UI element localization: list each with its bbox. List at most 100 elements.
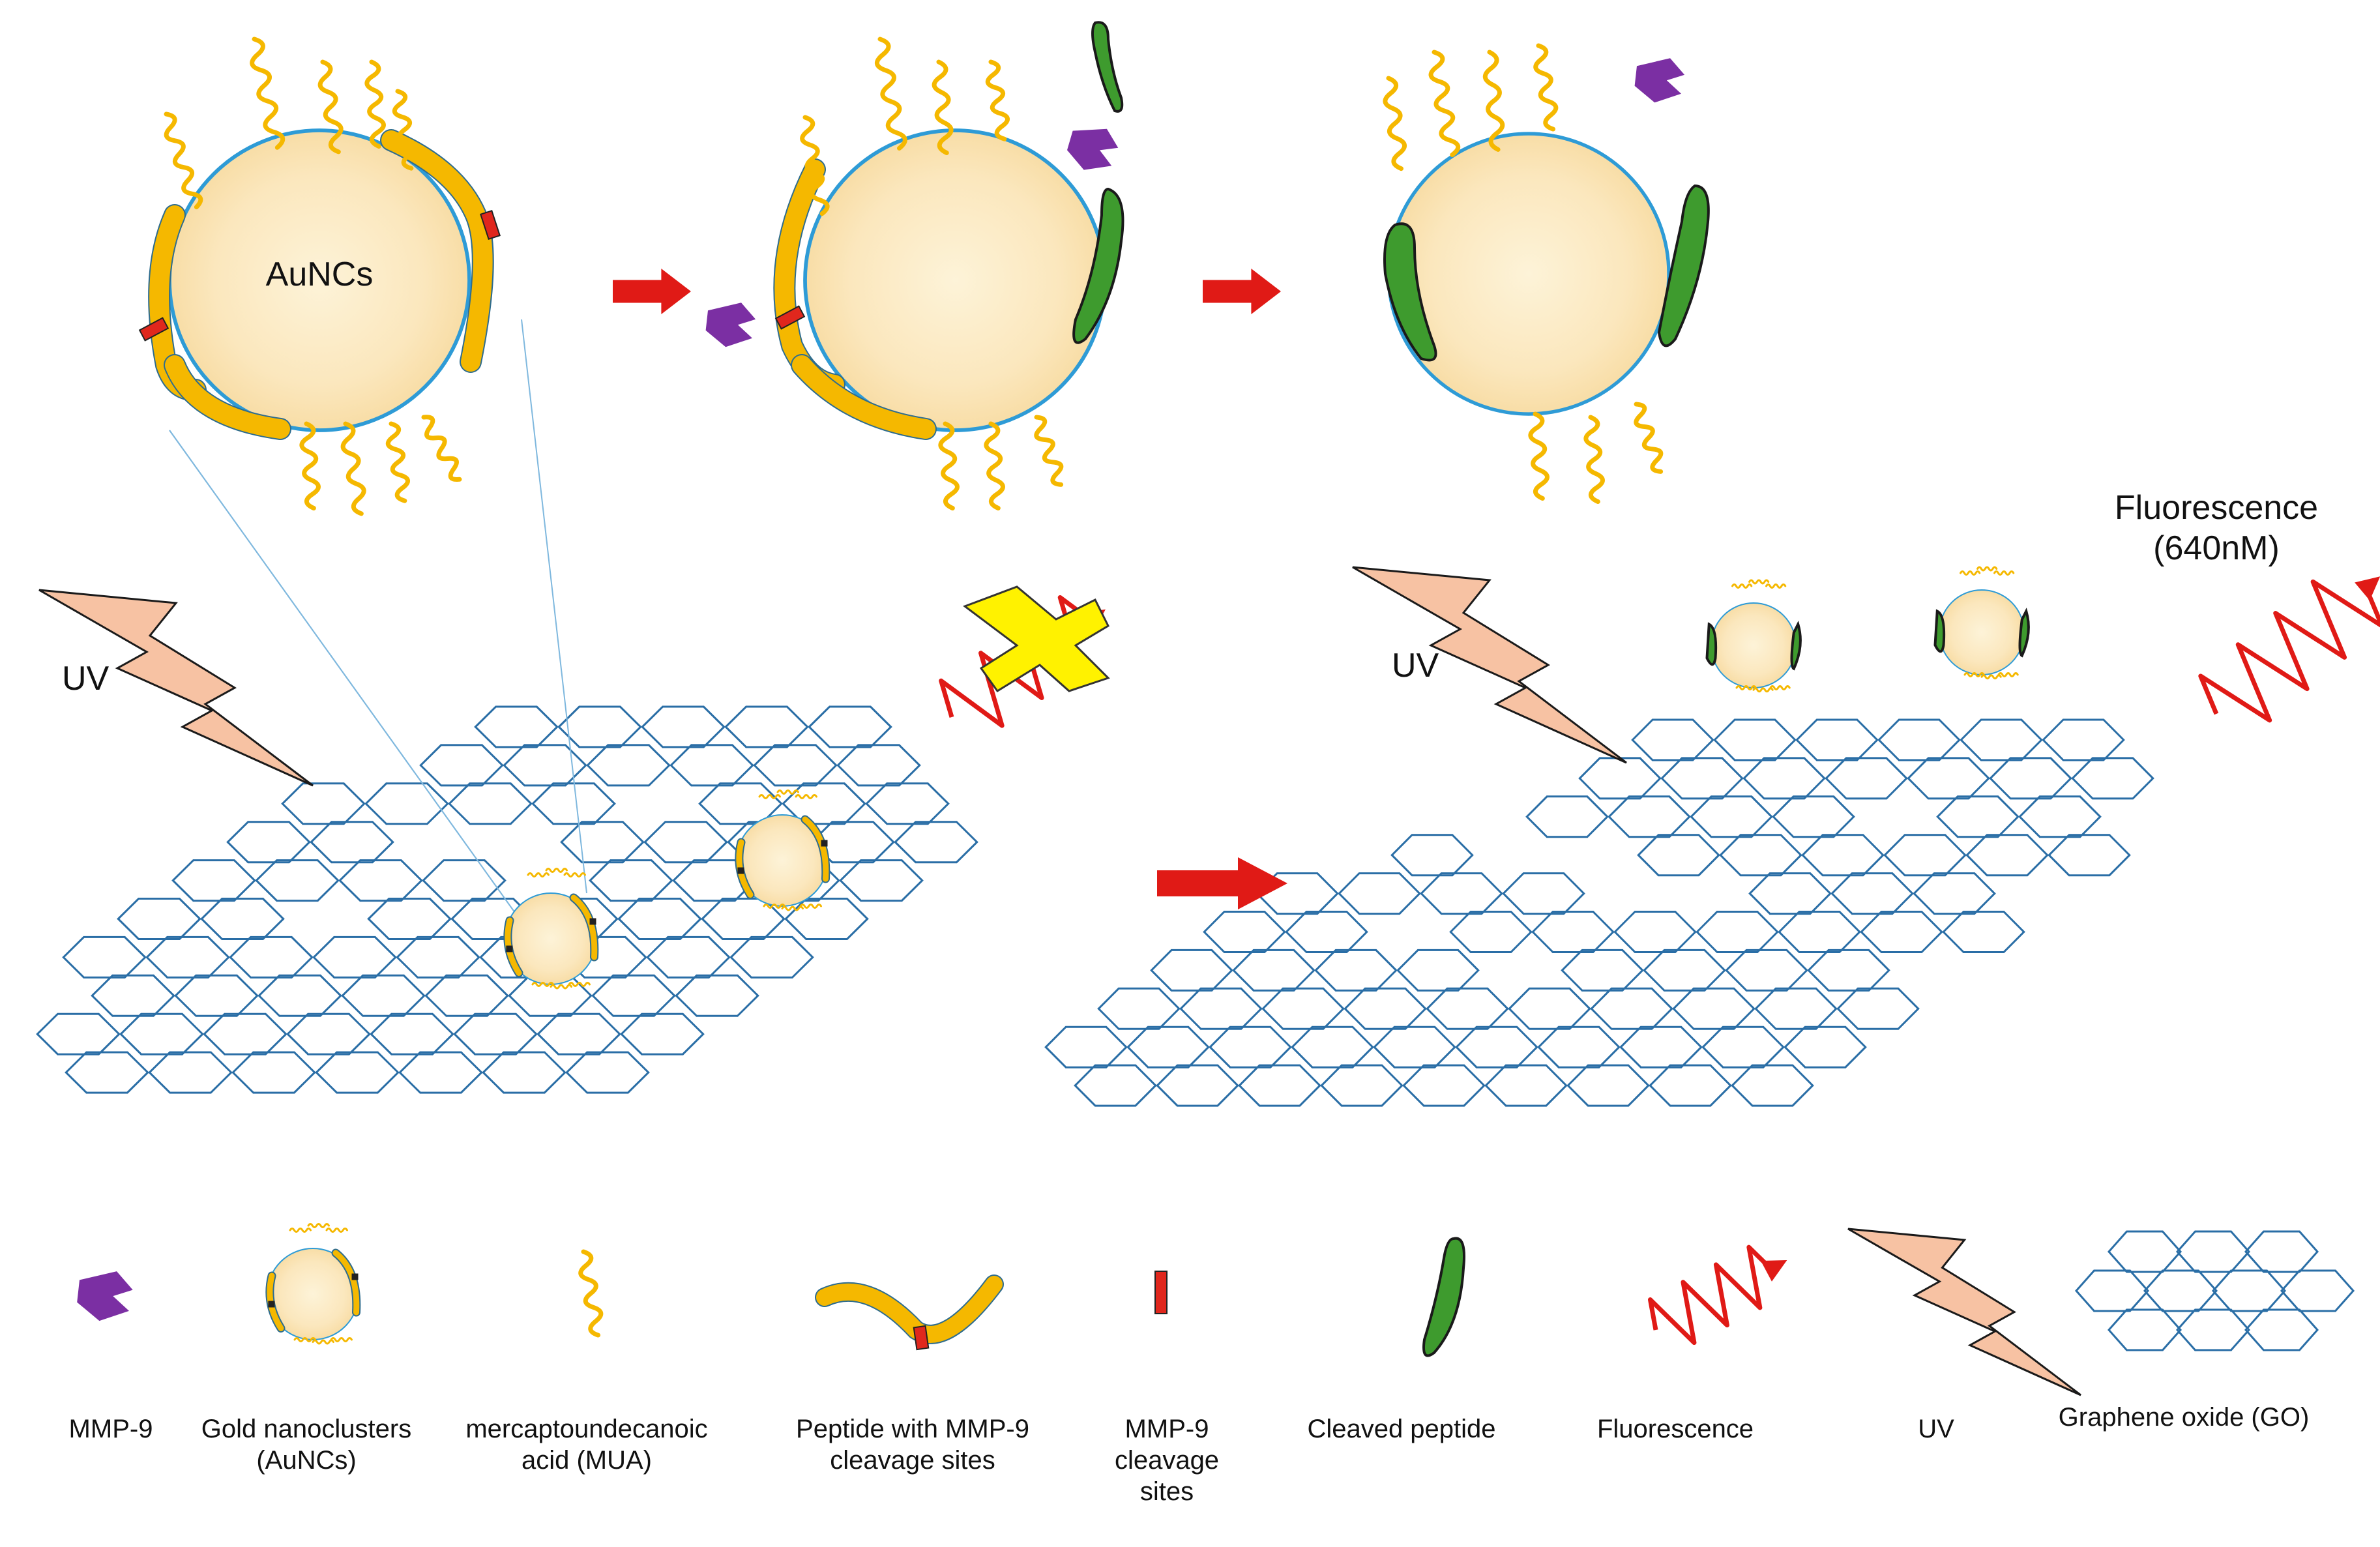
legend-label-mmp9: MMP-9 xyxy=(68,1415,153,1443)
graphene-hexagon xyxy=(1590,987,1673,1030)
graphene-hexagon xyxy=(229,936,314,979)
graphene-hexagon xyxy=(2175,1230,2251,1273)
graphene-hexagon xyxy=(836,744,921,787)
graphene-hexagon xyxy=(1907,757,1990,800)
graphene-hexagon xyxy=(1508,987,1591,1030)
graphene-hexagon xyxy=(1825,757,1908,800)
graphene-hexagon xyxy=(453,1012,538,1055)
graphene-hexagon xyxy=(1232,949,1315,992)
fluorescence-arrowhead xyxy=(2355,576,2380,601)
graphene-hexagon xyxy=(1836,987,1920,1030)
graphene-hexagon xyxy=(419,744,504,787)
cleavage-site-icon xyxy=(1154,1271,1168,1314)
cleaved-peptide-icon xyxy=(1422,1237,1465,1357)
mua-chain xyxy=(1980,674,2002,680)
graphene-hexagon xyxy=(2071,757,2154,800)
mua-chain xyxy=(1976,566,1998,572)
legend-label-cleaved-peptide: Cleaved peptide xyxy=(1307,1415,1496,1443)
mua-chain xyxy=(307,1223,330,1228)
graphene-hexagon xyxy=(1484,1064,1568,1107)
graphene-hexagon xyxy=(1256,872,1339,915)
graphene-hexagon xyxy=(1619,1025,1703,1068)
aunc-particle xyxy=(803,128,1107,432)
graphene-hexagon xyxy=(1209,1025,1292,1068)
graphene-hexagon xyxy=(200,898,285,940)
mmp9-enzyme xyxy=(1634,58,1685,103)
cleaved-peptide-icon xyxy=(2018,608,2030,658)
aunc-particle xyxy=(1939,589,2025,675)
uv-label-left: UV xyxy=(62,660,110,698)
cleavage-site-icon xyxy=(737,867,744,874)
graphene-hexagon xyxy=(1631,718,1714,761)
graphene-hexagon xyxy=(589,859,673,902)
cleavage-site-icon xyxy=(351,1273,359,1280)
graphene-hexagon xyxy=(370,1012,454,1055)
fluorescence-icon xyxy=(1647,1245,1787,1346)
mua-chain xyxy=(1748,579,1770,585)
legend-label-uv: UV xyxy=(1918,1415,1954,1443)
graphene-hexagon xyxy=(536,1012,621,1055)
graphene-hexagon xyxy=(367,898,452,940)
graphene-hexagon xyxy=(1074,1064,1157,1107)
mua-chain xyxy=(1634,402,1664,474)
mua-chain xyxy=(1583,415,1605,505)
cleavage-site-icon xyxy=(506,945,513,952)
peptide-arc-bottom xyxy=(792,355,935,439)
mua-chain xyxy=(317,59,344,155)
peptide-arc-bottom xyxy=(165,355,290,439)
mua-chain xyxy=(563,872,586,877)
aunc-particle-body xyxy=(1387,132,1671,416)
cleaved-peptide-icon xyxy=(1933,609,1946,653)
graphene-hexagon xyxy=(1390,834,1474,877)
graphene-hexagon xyxy=(1877,718,1961,761)
graphene-hexagon xyxy=(1044,1025,1128,1068)
graphene-hexagon xyxy=(2018,795,2102,838)
graphene-hexagon xyxy=(281,782,366,825)
graphene-hexagon xyxy=(1690,795,1773,838)
graphene-hexagon xyxy=(1748,872,1832,915)
graphene-hexagon xyxy=(482,1051,566,1094)
graphene-hexagon xyxy=(203,1012,287,1055)
graphene-oxide-icon xyxy=(2074,1230,2355,1351)
graphene-hexagon xyxy=(315,1051,400,1094)
cleavage-site-icon xyxy=(268,1301,275,1308)
fluorescence-title: Fluorescence (640nM) xyxy=(2114,489,2319,568)
cleaved-peptide-free xyxy=(1091,21,1124,113)
graphene-hexagon xyxy=(341,974,426,1017)
graphene-hexagon xyxy=(2048,834,2131,877)
graphene-hexagon xyxy=(1126,1025,1210,1068)
graphene-hexagon xyxy=(117,898,201,940)
graphene-hexagon xyxy=(2244,1308,2319,1351)
arrow-step-2 xyxy=(1203,269,1281,314)
graphene-hexagon xyxy=(1203,911,1286,953)
mua-chain xyxy=(1752,687,1774,693)
graphene-hexagon xyxy=(1396,949,1480,992)
mua-chain xyxy=(164,111,203,210)
mua-chain xyxy=(568,982,591,987)
graphene-hexagon xyxy=(586,744,671,787)
graphene-hexagon xyxy=(1701,1025,1785,1068)
graphene-hexagon xyxy=(1291,1025,1374,1068)
graphene-hexagon xyxy=(641,705,726,748)
aunc-large-initial xyxy=(138,37,501,516)
graphene-hexagon xyxy=(865,782,950,825)
legend-label-mua: mercaptoundecanoic acid (MUA) xyxy=(465,1415,708,1475)
legend-label-cleavage-site: MMP-9 cleavage sites xyxy=(1114,1415,1220,1506)
cleavage-site-icon xyxy=(138,317,169,342)
mua-chain xyxy=(1428,50,1461,158)
graphene-hexagon xyxy=(1578,757,1662,800)
blocked-cross-icon xyxy=(962,585,1110,693)
graphene-hexagon xyxy=(2107,1308,2182,1351)
mua-chain xyxy=(312,1339,334,1345)
graphene-hexagon xyxy=(724,705,809,748)
graphene-hexagon xyxy=(1936,795,2020,838)
graphene-hexagon xyxy=(503,744,587,787)
graphene-hexagon xyxy=(1731,1064,1814,1107)
graphene-hexagon xyxy=(1754,987,1838,1030)
mua-chain xyxy=(763,904,786,909)
graphene-hexagon xyxy=(2042,718,2125,761)
mua-chain xyxy=(550,984,572,990)
mua-chain xyxy=(776,789,799,795)
